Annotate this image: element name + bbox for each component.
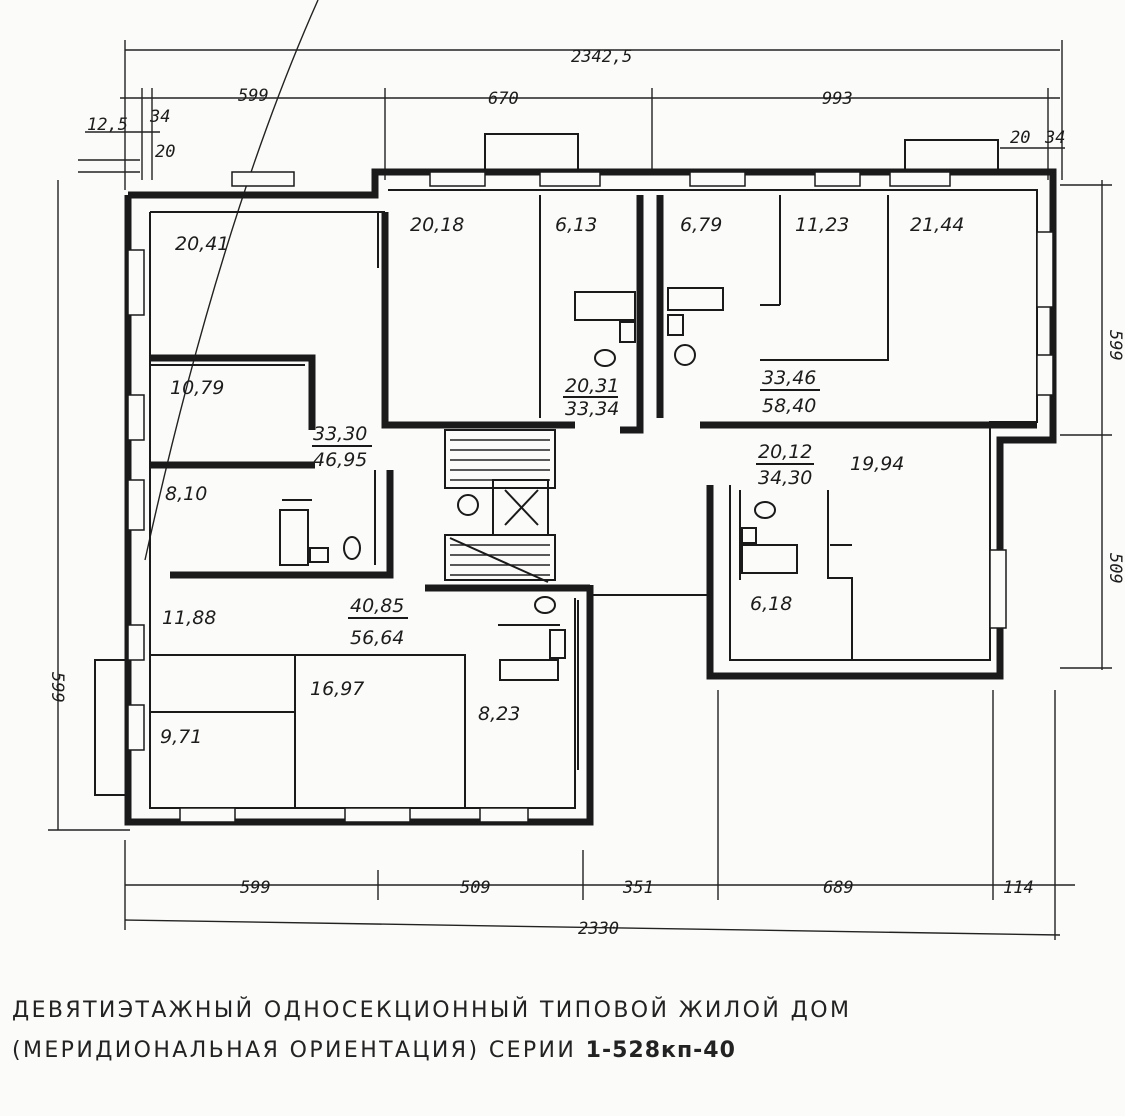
dim-top-offset-a: 12,5: [87, 115, 128, 135]
room-area: 21,44: [910, 214, 964, 236]
room-area: 16,97: [310, 678, 364, 700]
room-area: 6,79: [680, 214, 722, 236]
apartment-total-area: 58,40: [762, 395, 816, 417]
dim-top-offset-c: 20: [155, 142, 175, 162]
outer-walls: [94, 133, 1057, 826]
room-area: 20,18: [410, 214, 464, 236]
room-labels: 20,41 10,79 8,10 33,30 46,95 20,18 6,13 …: [160, 214, 964, 748]
dim-bottom-3: 351: [622, 878, 654, 898]
apartment-total-area: 46,95: [313, 449, 367, 471]
caption-line-2: (МЕРИДИОНАЛЬНАЯ ОРИЕНТАЦИЯ) СЕРИИ 1-528к…: [12, 1038, 736, 1063]
dim-top-left: 599: [238, 86, 269, 106]
apartment-living-area: 40,85: [350, 595, 404, 617]
caption-line-1: ДЕВЯТИЭТАЖНЫЙ ОДНОСЕКЦИОННЫЙ ТИПОВОЙ ЖИЛ…: [12, 998, 851, 1023]
room-area: 9,71: [160, 726, 202, 748]
apartment-living-area: 33,46: [762, 367, 816, 389]
room-area: 10,79: [170, 377, 224, 399]
dim-bottom-5: 114: [1003, 878, 1034, 898]
dim-top-total: 2342,5: [571, 47, 632, 67]
apartment-total-area: 33,34: [565, 398, 619, 420]
caption-title: ДЕВЯТИЭТАЖНЫЙ ОДНОСЕКЦИОННЫЙ ТИПОВОЙ ЖИЛ…: [12, 998, 852, 1023]
dim-left-side: 599: [47, 672, 67, 703]
dim-bottom-2: 509: [460, 878, 491, 898]
interior-walls: [150, 195, 1037, 808]
room-area: 11,23: [795, 214, 849, 236]
apartment-total-area: 34,30: [758, 467, 812, 489]
apartment-total-area: 56,64: [350, 627, 404, 649]
dim-bottom-1: 599: [240, 878, 271, 898]
room-area: 8,10: [165, 483, 207, 505]
room-area: 8,23: [478, 703, 520, 725]
dim-top-right: 993: [822, 89, 853, 109]
apartment-living-area: 20,12: [758, 441, 812, 463]
dim-top-right-offset-b: 34: [1044, 128, 1065, 148]
dim-bottom-4: 689: [823, 878, 854, 898]
room-area: 19,94: [850, 453, 904, 475]
dim-top-right-offset-a: 20: [1010, 128, 1030, 148]
room-area: 11,88: [162, 607, 216, 629]
dim-top-offset-b: 34: [149, 107, 170, 127]
caption-orientation: (МЕРИДИОНАЛЬНАЯ ОРИЕНТАЦИЯ) СЕРИИ: [12, 1038, 577, 1063]
caption-series: 1-528кп-40: [585, 1038, 736, 1063]
room-area: 6,18: [750, 593, 792, 615]
room-area: 20,41: [175, 233, 229, 255]
dim-right-top: 599: [1105, 330, 1125, 361]
room-area: 6,13: [555, 214, 597, 236]
dim-bottom-total: 2330: [578, 919, 619, 939]
apartment-living-area: 20,31: [565, 375, 619, 397]
dim-top-mid: 670: [488, 89, 519, 109]
apartment-living-area: 33,30: [313, 423, 367, 445]
dim-right-mid: 509: [1105, 553, 1125, 584]
dimension-labels: 2342,5 599 670 993 12,5 34 20 20 34 599 …: [47, 47, 1125, 939]
